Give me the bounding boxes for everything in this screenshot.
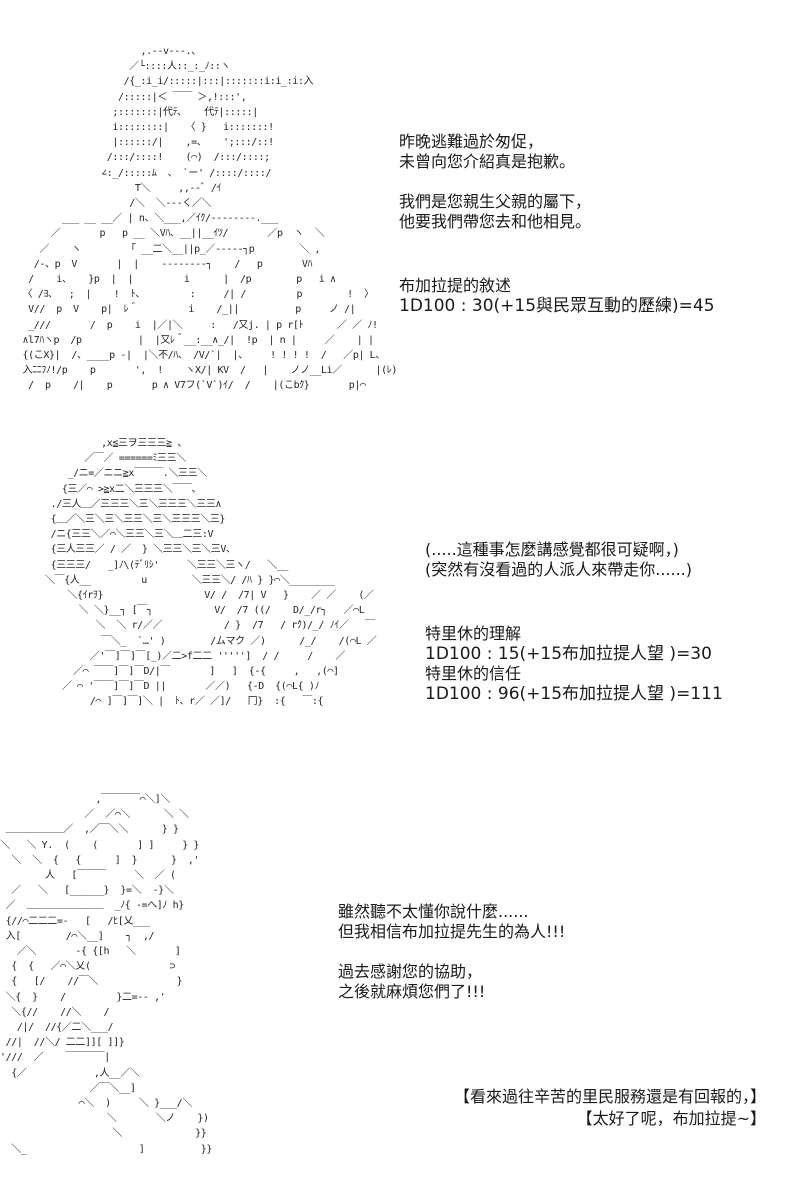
roll-result: 1D100 : 15(+15布加拉提人望 )=30: [425, 644, 712, 664]
spacer: [399, 172, 715, 192]
roll-title: 布加拉提的敘述: [399, 276, 512, 295]
dialogue-block-1: 昨晚逃難過於匆促， 未曾向您介紹真是抱歉。 我們是您親生父親的屬下， 他要我們帶…: [399, 132, 715, 316]
dialogue-line: 他要我們帶您去和他相見。: [399, 212, 592, 231]
dialogue-line: 過去感謝您的協助，: [338, 962, 483, 981]
dialogue-line: 昨晚逃難過於匆促，: [399, 132, 544, 151]
narration-line-1: 【看來過往辛苦的里民服務還是有回報的，】: [453, 1087, 766, 1106]
dialogue-line: (.....這種事怎麼講感覺都很可疑啊，): [425, 540, 679, 559]
dialogue-line: (突然有沒看過的人派人來帶走你......): [425, 560, 693, 579]
ascii-art-panel-3: ,￣￣￣￣⌒＼]＼ ／ ／⌒＼ ＼ ＼ ＿＿＿＿＿＿／ ,／￣＼＼ } } ＼ …: [0, 794, 212, 1155]
dialogue-line: 我們是您親生父親的屬下，: [399, 192, 592, 211]
spacer: [425, 580, 723, 624]
dialogue-line: 未曾向您介紹真是抱歉。: [399, 152, 576, 171]
spacer: [399, 232, 715, 276]
roll-title: 特里休的信任: [425, 664, 522, 683]
spacer: [338, 942, 565, 962]
roll-result: 1D100 : 30(+15與民眾互動的歷練)=45: [399, 296, 715, 316]
dialogue-block-3: 雖然聽不太懂你說什麼...... 但我相信布加拉提先生的為人!!! 過去感謝您的…: [338, 902, 565, 1002]
narration-line-2: 【太好了呢，布加拉提~】: [576, 1109, 766, 1128]
ascii-art-panel-1: ,.-‐v-‐-.、 ／└::::人::_:_ﾉ::ヽ /{_:i_i/::::…: [22, 46, 397, 392]
dialogue-line: 之後就麻煩您們了!!!: [338, 982, 486, 1001]
dialogue-line: 雖然聽不太懂你說什麼......: [338, 902, 529, 921]
ascii-art-panel-2: ,x≦三ヲ三三三≧ 、 ／￣／ ======ﾐ三三＼ _/ニ=／ニニ≧x￣￣￣.…: [44, 438, 377, 708]
roll-title: 特里休的理解: [425, 624, 522, 643]
dialogue-line: 但我相信布加拉提先生的為人!!!: [338, 922, 566, 941]
dialogue-block-2: (.....這種事怎麼講感覺都很可疑啊，) (突然有沒看過的人派人來帶走你...…: [425, 540, 723, 704]
roll-result: 1D100 : 96(+15布加拉提人望 )=111: [425, 684, 723, 704]
narration-footer: 【看來過往辛苦的里民服務還是有回報的，】 【太好了呢，布加拉提~】: [454, 1086, 766, 1130]
